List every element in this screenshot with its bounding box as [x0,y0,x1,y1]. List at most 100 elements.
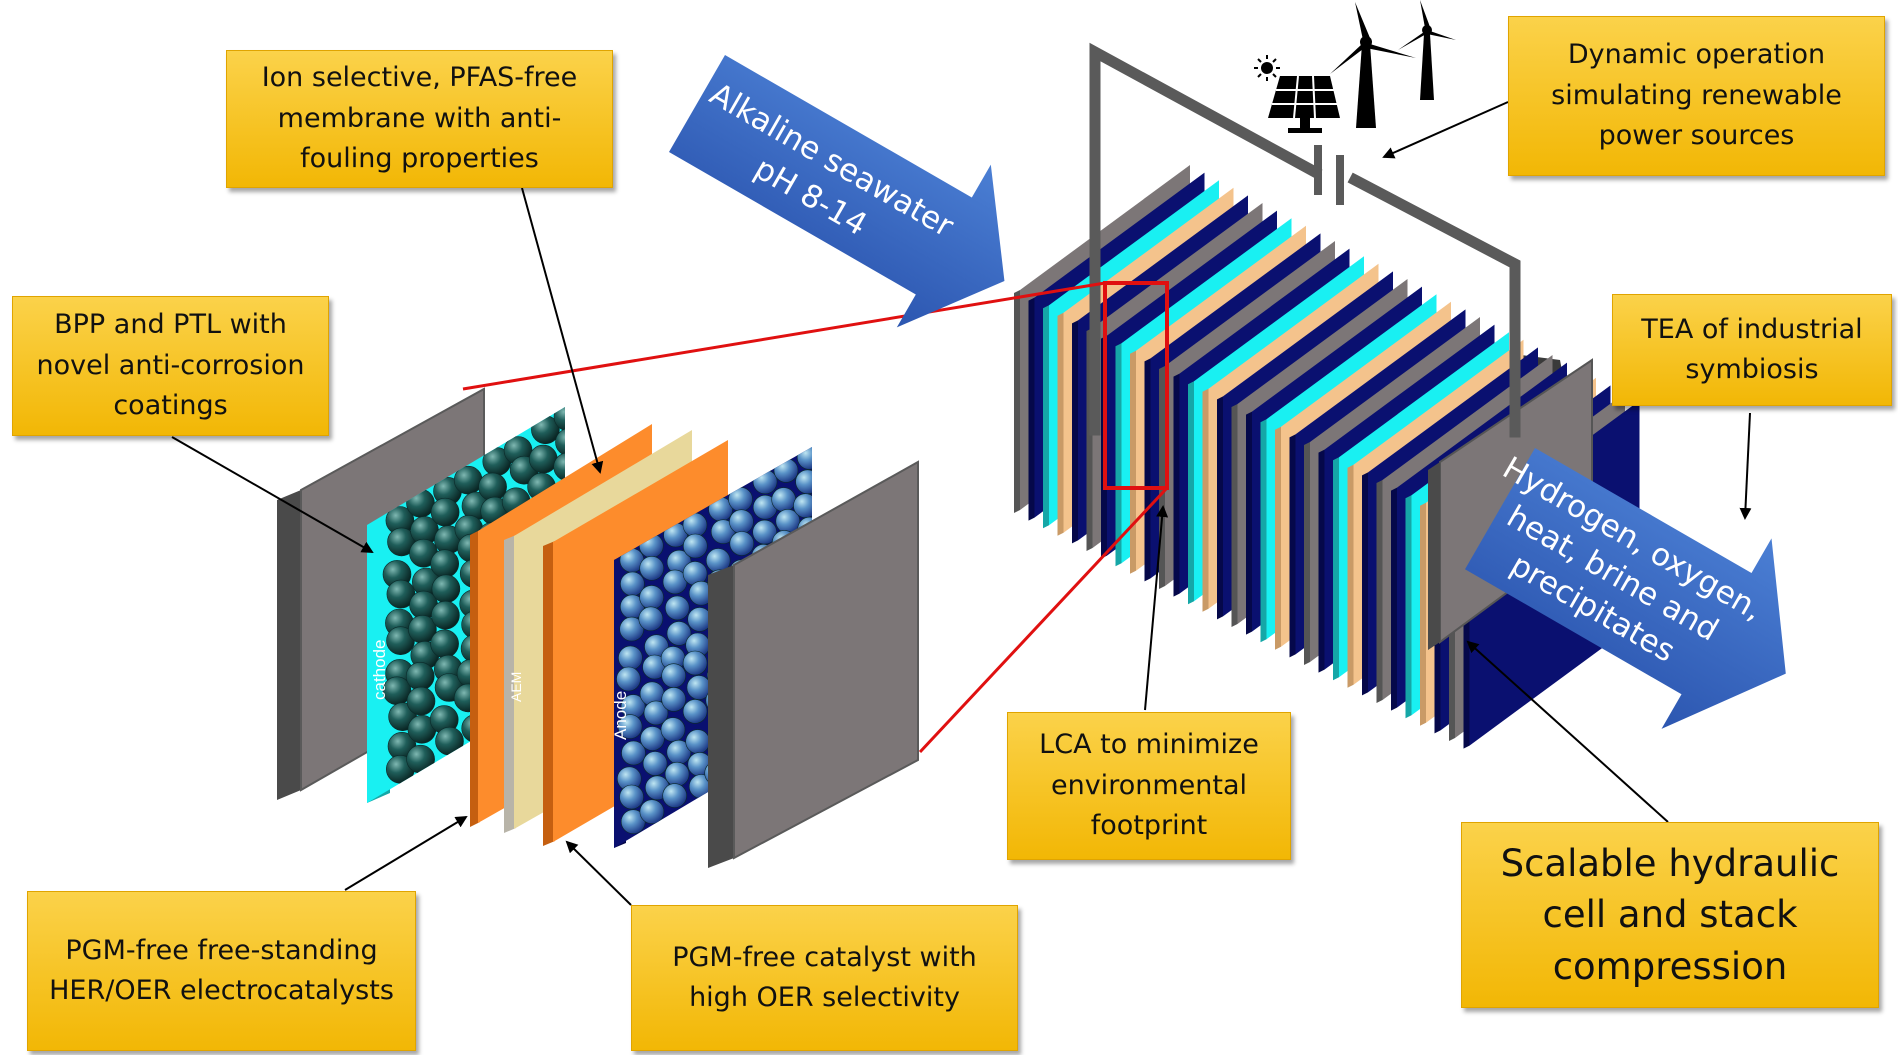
bipolar-plate-anode-side [733,460,919,860]
catalyst-sphere [795,469,812,495]
catalyst-sphere [528,444,558,474]
seawater-input-arrow: Alkaline seawater pH 8-14 [669,55,1005,328]
stack-layer-edge [1014,290,1020,513]
callout-scalable: Scalable hydraulic cell and stack compre… [1461,822,1879,1008]
stack-layer-edge [1260,419,1267,643]
callout-dynamic: Dynamic operation simulating renewable p… [1508,16,1885,176]
catalyst-sphere [664,595,690,621]
stack-layer-edge [1043,305,1049,529]
stack-layer-edge [1115,343,1122,567]
catalyst-sphere [796,447,812,470]
callout-tea: TEA of industrial symbiosis [1612,294,1892,406]
catalyst-sphere [618,645,643,671]
stack-layer-edge [1362,472,1368,696]
wind-turbine-icon [1330,0,1456,128]
aem-membrane-edge [504,535,516,833]
catalyst-sphere [639,585,664,610]
zoom-line-top [462,281,1106,391]
stack-layer-edge [1144,358,1151,582]
callout-membrane-text: Ion selective, PFAS-free membrane with a… [261,62,578,175]
catalyst-sphere [660,717,686,742]
stack-layer-edge [1231,404,1238,627]
stack-layer-edge [1057,312,1064,536]
circuit-wire-left [1089,42,1323,436]
aem-label: AEM [508,672,524,702]
stack-layer-edge [1188,381,1194,605]
cathode-label: cathode [370,640,389,701]
callout-tea-text: TEA of industrial symbiosis [1641,313,1863,386]
callout-bpp-ptl-text: BPP and PTL with novel anti-corrosion co… [36,309,305,422]
bpp-leader [171,436,374,553]
catalyst-sphere [661,663,687,689]
stack-layer-edge [1130,350,1136,574]
callout-lca-text: LCA to minimize environmental footprint [1039,729,1259,842]
stack-end-plate-edge [1428,462,1440,650]
callout-pgm-catalyst: PGM-free catalyst with high OER selectiv… [631,905,1018,1051]
stack-layer-edge [1420,502,1426,726]
stack-layer-edge [1246,411,1252,635]
catalyst-sphere [685,729,711,754]
circuit-wire-right [1347,172,1521,438]
stack-layer-edge [1173,373,1180,597]
catalyst-sphere [616,666,641,692]
catalyst-sphere [406,686,436,716]
stack-layer-edge [1333,457,1339,681]
catalyst-sphere [431,600,460,630]
pgm-electro-leader [344,815,468,891]
catalyst-sphere [619,616,645,642]
stack-layer-edge [1289,434,1296,658]
catalyst-sphere [661,687,687,712]
catalyst-sphere [553,452,565,482]
stack-layer-edge [1217,396,1223,620]
leader-lines [171,101,1752,906]
tea-leader [1739,412,1752,520]
catalyst-sphere [682,699,708,724]
catalyst-sphere [662,783,688,808]
callout-pgm-catalyst-text: PGM-free catalyst with high OER selectiv… [672,941,977,1014]
porous-transport-layer-1-edge [470,530,480,827]
catalyst-sphere [430,629,459,659]
catalyst-sphere [406,744,435,774]
solar-panel-icon [1254,55,1340,133]
catalyst-sphere [752,469,778,495]
callout-bpp-ptl: BPP and PTL with novel anti-corrosion co… [12,296,329,436]
catalyst-sphere [405,661,435,691]
catalyst-sphere [478,472,507,502]
porous-transport-layer-2-edge [543,541,555,846]
catalyst-sphere [664,761,690,787]
catalyst-sphere [555,427,565,457]
scalable-leader [1466,640,1669,823]
catalyst-sphere [621,740,646,766]
catalyst-sphere [430,549,460,579]
stack-layer-edge [1347,464,1354,688]
stack-layer-edge [1376,480,1383,703]
catalyst-sphere [640,726,665,751]
catalyst-sphere [666,621,692,646]
stack-layer-edge [1405,495,1412,719]
dynamic-leader [1382,101,1509,159]
catalyst-sphere [642,751,668,776]
stack-layer-edge [1304,442,1310,665]
power-circuit [1089,42,1521,438]
exploded-cell: cathode AEM Anode [277,387,919,868]
stack-layer-edge [1202,388,1209,612]
pgm-catalyst-leader [565,840,632,906]
unit-cell-highlight [1103,281,1169,490]
catalyst-sphere [729,509,754,535]
callout-pgm-electrocatalysts: PGM-free free-standing HER/OER electroca… [27,891,416,1051]
catalyst-sphere [435,726,464,756]
membrane-leader [521,187,604,474]
catalyst-sphere [729,531,755,556]
lca-leader [1144,505,1169,711]
catalyst-sphere [639,555,665,581]
callout-dynamic-text: Dynamic operation simulating renewable p… [1551,39,1842,152]
stack-layer-edge [1028,297,1035,521]
catalyst-sphere [773,458,799,483]
callout-scalable-text: Scalable hydraulic cell and stack compre… [1500,842,1840,988]
stack-layer-edge [1159,366,1165,589]
catalyst-sphere [619,784,644,810]
stack-layer-edge [1072,320,1078,544]
anode-label: Anode [611,691,630,740]
bipolar-plate-anode-side-edge [708,565,734,868]
